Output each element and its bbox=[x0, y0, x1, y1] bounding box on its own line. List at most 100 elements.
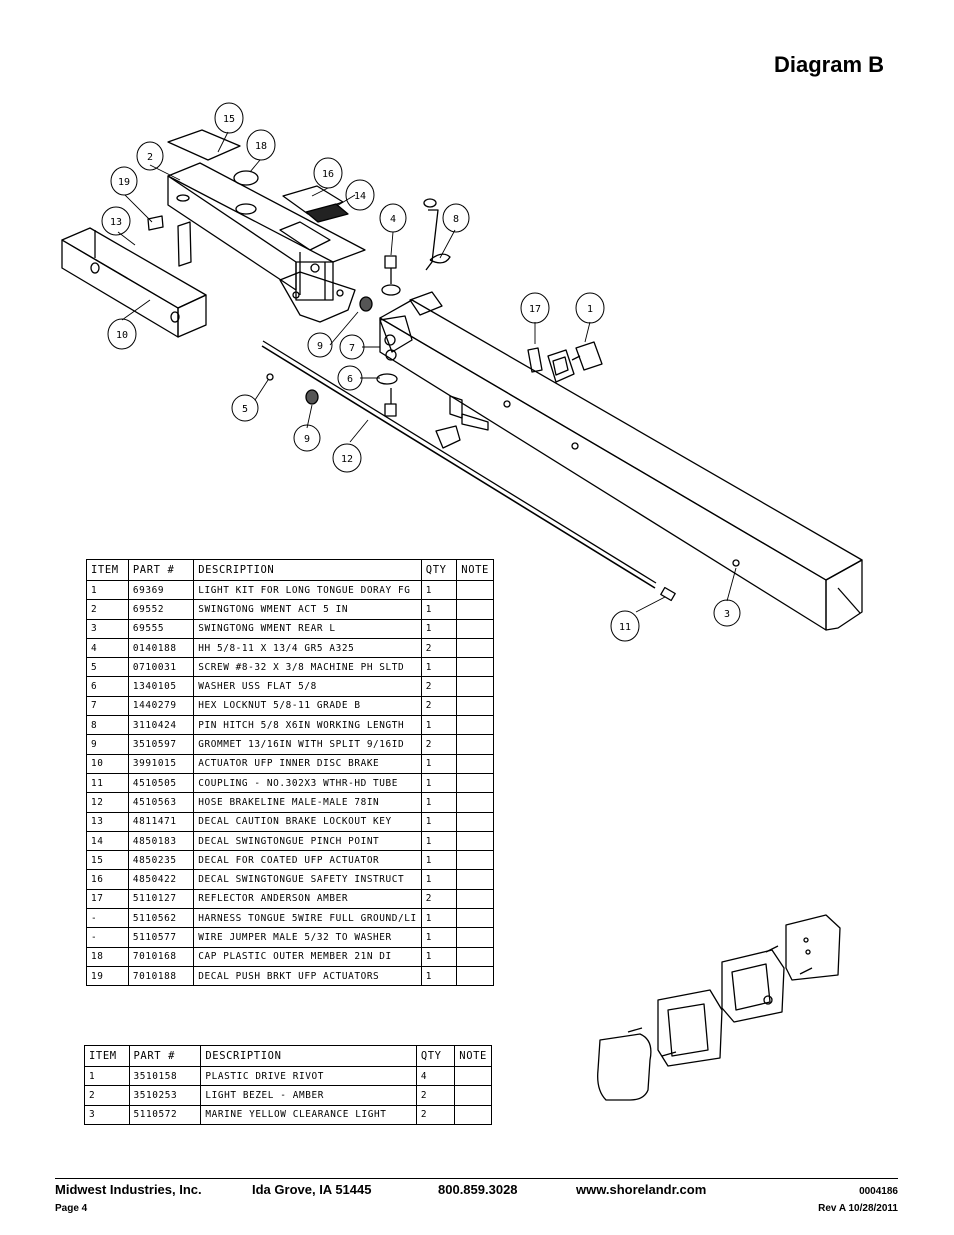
cell-description: LIGHT BEZEL - AMBER bbox=[200, 1085, 417, 1106]
cell-note bbox=[454, 1065, 492, 1087]
callout-label: 18 bbox=[255, 141, 267, 152]
cell-description: ACTUATOR UFP INNER DISC BRAKE bbox=[193, 753, 422, 774]
cell-item: 3 bbox=[86, 618, 129, 639]
cell-part-number: 5110572 bbox=[128, 1104, 202, 1125]
cell-note bbox=[454, 1104, 492, 1125]
cell-part-number: 4850183 bbox=[127, 830, 195, 852]
cell-part-number: 4510563 bbox=[127, 792, 195, 813]
callout-label: 1 bbox=[587, 304, 593, 315]
footer-company: Midwest Industries, Inc. bbox=[55, 1182, 202, 1197]
cell-note bbox=[456, 811, 494, 832]
callout-label: 5 bbox=[242, 404, 248, 415]
cell-part-number: 0710031 bbox=[127, 657, 195, 678]
footer-website: www.shorelandr.com bbox=[576, 1182, 707, 1197]
cell-note bbox=[456, 618, 494, 639]
cell-description: DECAL FOR COATED UFP ACTUATOR bbox=[193, 850, 422, 871]
col-header-qty: QTY bbox=[415, 1045, 456, 1067]
cell-part-number: 69552 bbox=[127, 599, 195, 620]
callout-label: 9 bbox=[304, 434, 310, 445]
callout-label: 17 bbox=[529, 304, 541, 315]
cell-item: 6 bbox=[86, 676, 129, 697]
cell-description: HEX LOCKNUT 5/8-11 GRADE B bbox=[193, 695, 422, 717]
callout-label: 19 bbox=[118, 177, 130, 188]
callout-label: 14 bbox=[354, 191, 366, 202]
cell-note bbox=[456, 792, 494, 813]
cell-item: - bbox=[86, 927, 129, 948]
callout-label: 9 bbox=[317, 341, 323, 352]
cell-note bbox=[456, 753, 494, 774]
callout-label: 12 bbox=[341, 454, 353, 465]
cell-qty: 1 bbox=[420, 579, 458, 601]
callout-label: 7 bbox=[349, 343, 355, 354]
cell-note bbox=[456, 946, 494, 967]
cell-description: DECAL SWINGTONGUE PINCH POINT bbox=[193, 830, 422, 852]
cell-description: HOSE BRAKELINE MALE-MALE 78IN bbox=[193, 792, 422, 813]
cell-qty: 2 bbox=[415, 1104, 456, 1125]
cell-description: PLASTIC DRIVE RIVOT bbox=[200, 1065, 417, 1087]
col-header-part: PART # bbox=[127, 559, 195, 581]
table-header-row: ITEM PART # DESCRIPTION QTY NOTE bbox=[84, 1045, 492, 1067]
cell-description: DECAL SWINGTONGUE SAFETY INSTRUCT bbox=[193, 869, 422, 890]
cell-item: 14 bbox=[86, 830, 129, 852]
cell-note bbox=[456, 927, 494, 948]
footer-divider bbox=[55, 1178, 898, 1179]
cell-qty: 2 bbox=[420, 888, 458, 910]
table-header-row: ITEM PART # DESCRIPTION QTY NOTE bbox=[86, 559, 494, 581]
cell-item: 8 bbox=[86, 715, 129, 736]
clearance-light-assembly bbox=[597, 914, 841, 1101]
cell-qty: 1 bbox=[420, 753, 458, 774]
cell-qty: 1 bbox=[420, 830, 458, 852]
callout-label: 10 bbox=[116, 330, 128, 341]
callout-label: 4 bbox=[390, 214, 396, 225]
cell-description: MARINE YELLOW CLEARANCE LIGHT bbox=[200, 1104, 417, 1125]
cell-note bbox=[456, 869, 494, 890]
reflectors bbox=[527, 341, 603, 383]
cell-qty: 2 bbox=[415, 1085, 456, 1106]
cell-part-number: 3110424 bbox=[127, 715, 195, 736]
cell-qty: 1 bbox=[420, 811, 458, 832]
cell-part-number: 4850422 bbox=[127, 869, 195, 890]
hardware bbox=[266, 198, 451, 417]
cell-note bbox=[456, 657, 494, 678]
cell-note bbox=[456, 888, 494, 910]
col-header-description: DESCRIPTION bbox=[193, 559, 422, 581]
cell-part-number: 69369 bbox=[127, 579, 195, 601]
cell-qty: 1 bbox=[420, 869, 458, 890]
cell-note bbox=[456, 908, 494, 929]
cell-part-number: 7010188 bbox=[127, 965, 195, 987]
cell-item: 7 bbox=[86, 695, 129, 717]
cell-qty: 1 bbox=[420, 657, 458, 678]
cell-qty: 4 bbox=[415, 1065, 456, 1087]
cell-part-number: 3510253 bbox=[128, 1085, 202, 1106]
cell-item: 10 bbox=[86, 753, 129, 774]
callout-label: 13 bbox=[110, 217, 122, 228]
cell-description: WASHER USS FLAT 5/8 bbox=[193, 676, 422, 697]
cell-item: 4 bbox=[86, 637, 129, 659]
cell-description: HH 5/8-11 X 13/4 GR5 A325 bbox=[193, 637, 422, 659]
col-header-item: ITEM bbox=[86, 559, 129, 581]
cell-item: 1 bbox=[84, 1065, 130, 1087]
cell-item: 9 bbox=[86, 734, 129, 755]
brake-hose-12 bbox=[261, 340, 676, 602]
cell-part-number: 3991015 bbox=[127, 753, 195, 774]
col-header-description: DESCRIPTION bbox=[200, 1045, 417, 1067]
cell-qty: 2 bbox=[420, 676, 458, 697]
cell-note bbox=[456, 734, 494, 755]
footer-page-number: Page 4 bbox=[55, 1203, 88, 1214]
cell-qty: 2 bbox=[420, 695, 458, 717]
cell-qty: 1 bbox=[420, 965, 458, 987]
cell-part-number: 0140188 bbox=[127, 637, 195, 659]
cell-description: HARNESS TONGUE 5WIRE FULL GROUND/LI bbox=[193, 908, 422, 929]
cell-note bbox=[456, 965, 494, 987]
